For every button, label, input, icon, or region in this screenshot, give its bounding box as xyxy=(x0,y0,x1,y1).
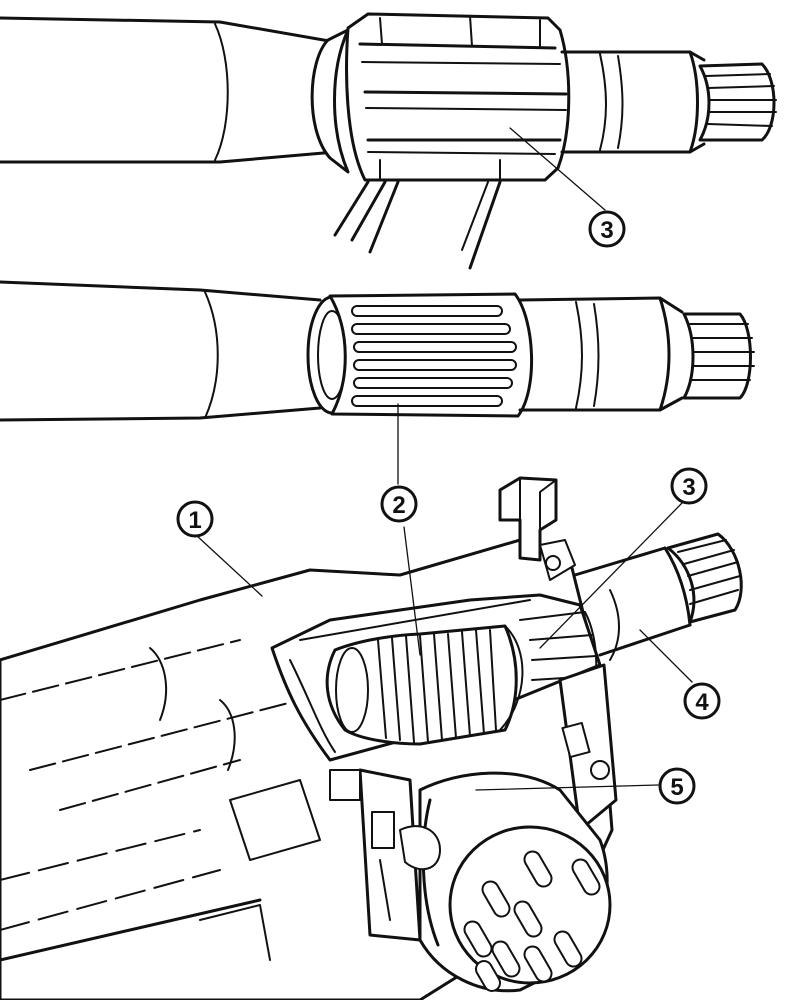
callout-3-bottom: 3 xyxy=(670,467,708,505)
callout-4-label: 4 xyxy=(695,689,709,716)
callout-2-label: 2 xyxy=(392,492,405,519)
bore-needle-rollers xyxy=(377,629,497,743)
callout-4: 4 xyxy=(683,682,721,720)
bottom-housing-assembly xyxy=(0,476,743,1002)
needle-rollers xyxy=(351,305,517,407)
callout-5-label: 5 xyxy=(670,774,683,801)
connector-pins xyxy=(463,850,601,992)
leader-lines xyxy=(195,127,693,791)
callout-1-label: 1 xyxy=(188,507,201,534)
callout-5: 5 xyxy=(658,767,696,805)
callout-3-top: 3 xyxy=(588,210,626,248)
callout-1: 1 xyxy=(176,500,214,538)
callout-2: 2 xyxy=(380,485,418,523)
callout-3-bottom-label: 3 xyxy=(682,474,695,501)
top-shaft-assembly xyxy=(0,12,777,270)
callout-3-top-label: 3 xyxy=(600,217,613,244)
middle-shaft-assembly xyxy=(0,280,755,485)
